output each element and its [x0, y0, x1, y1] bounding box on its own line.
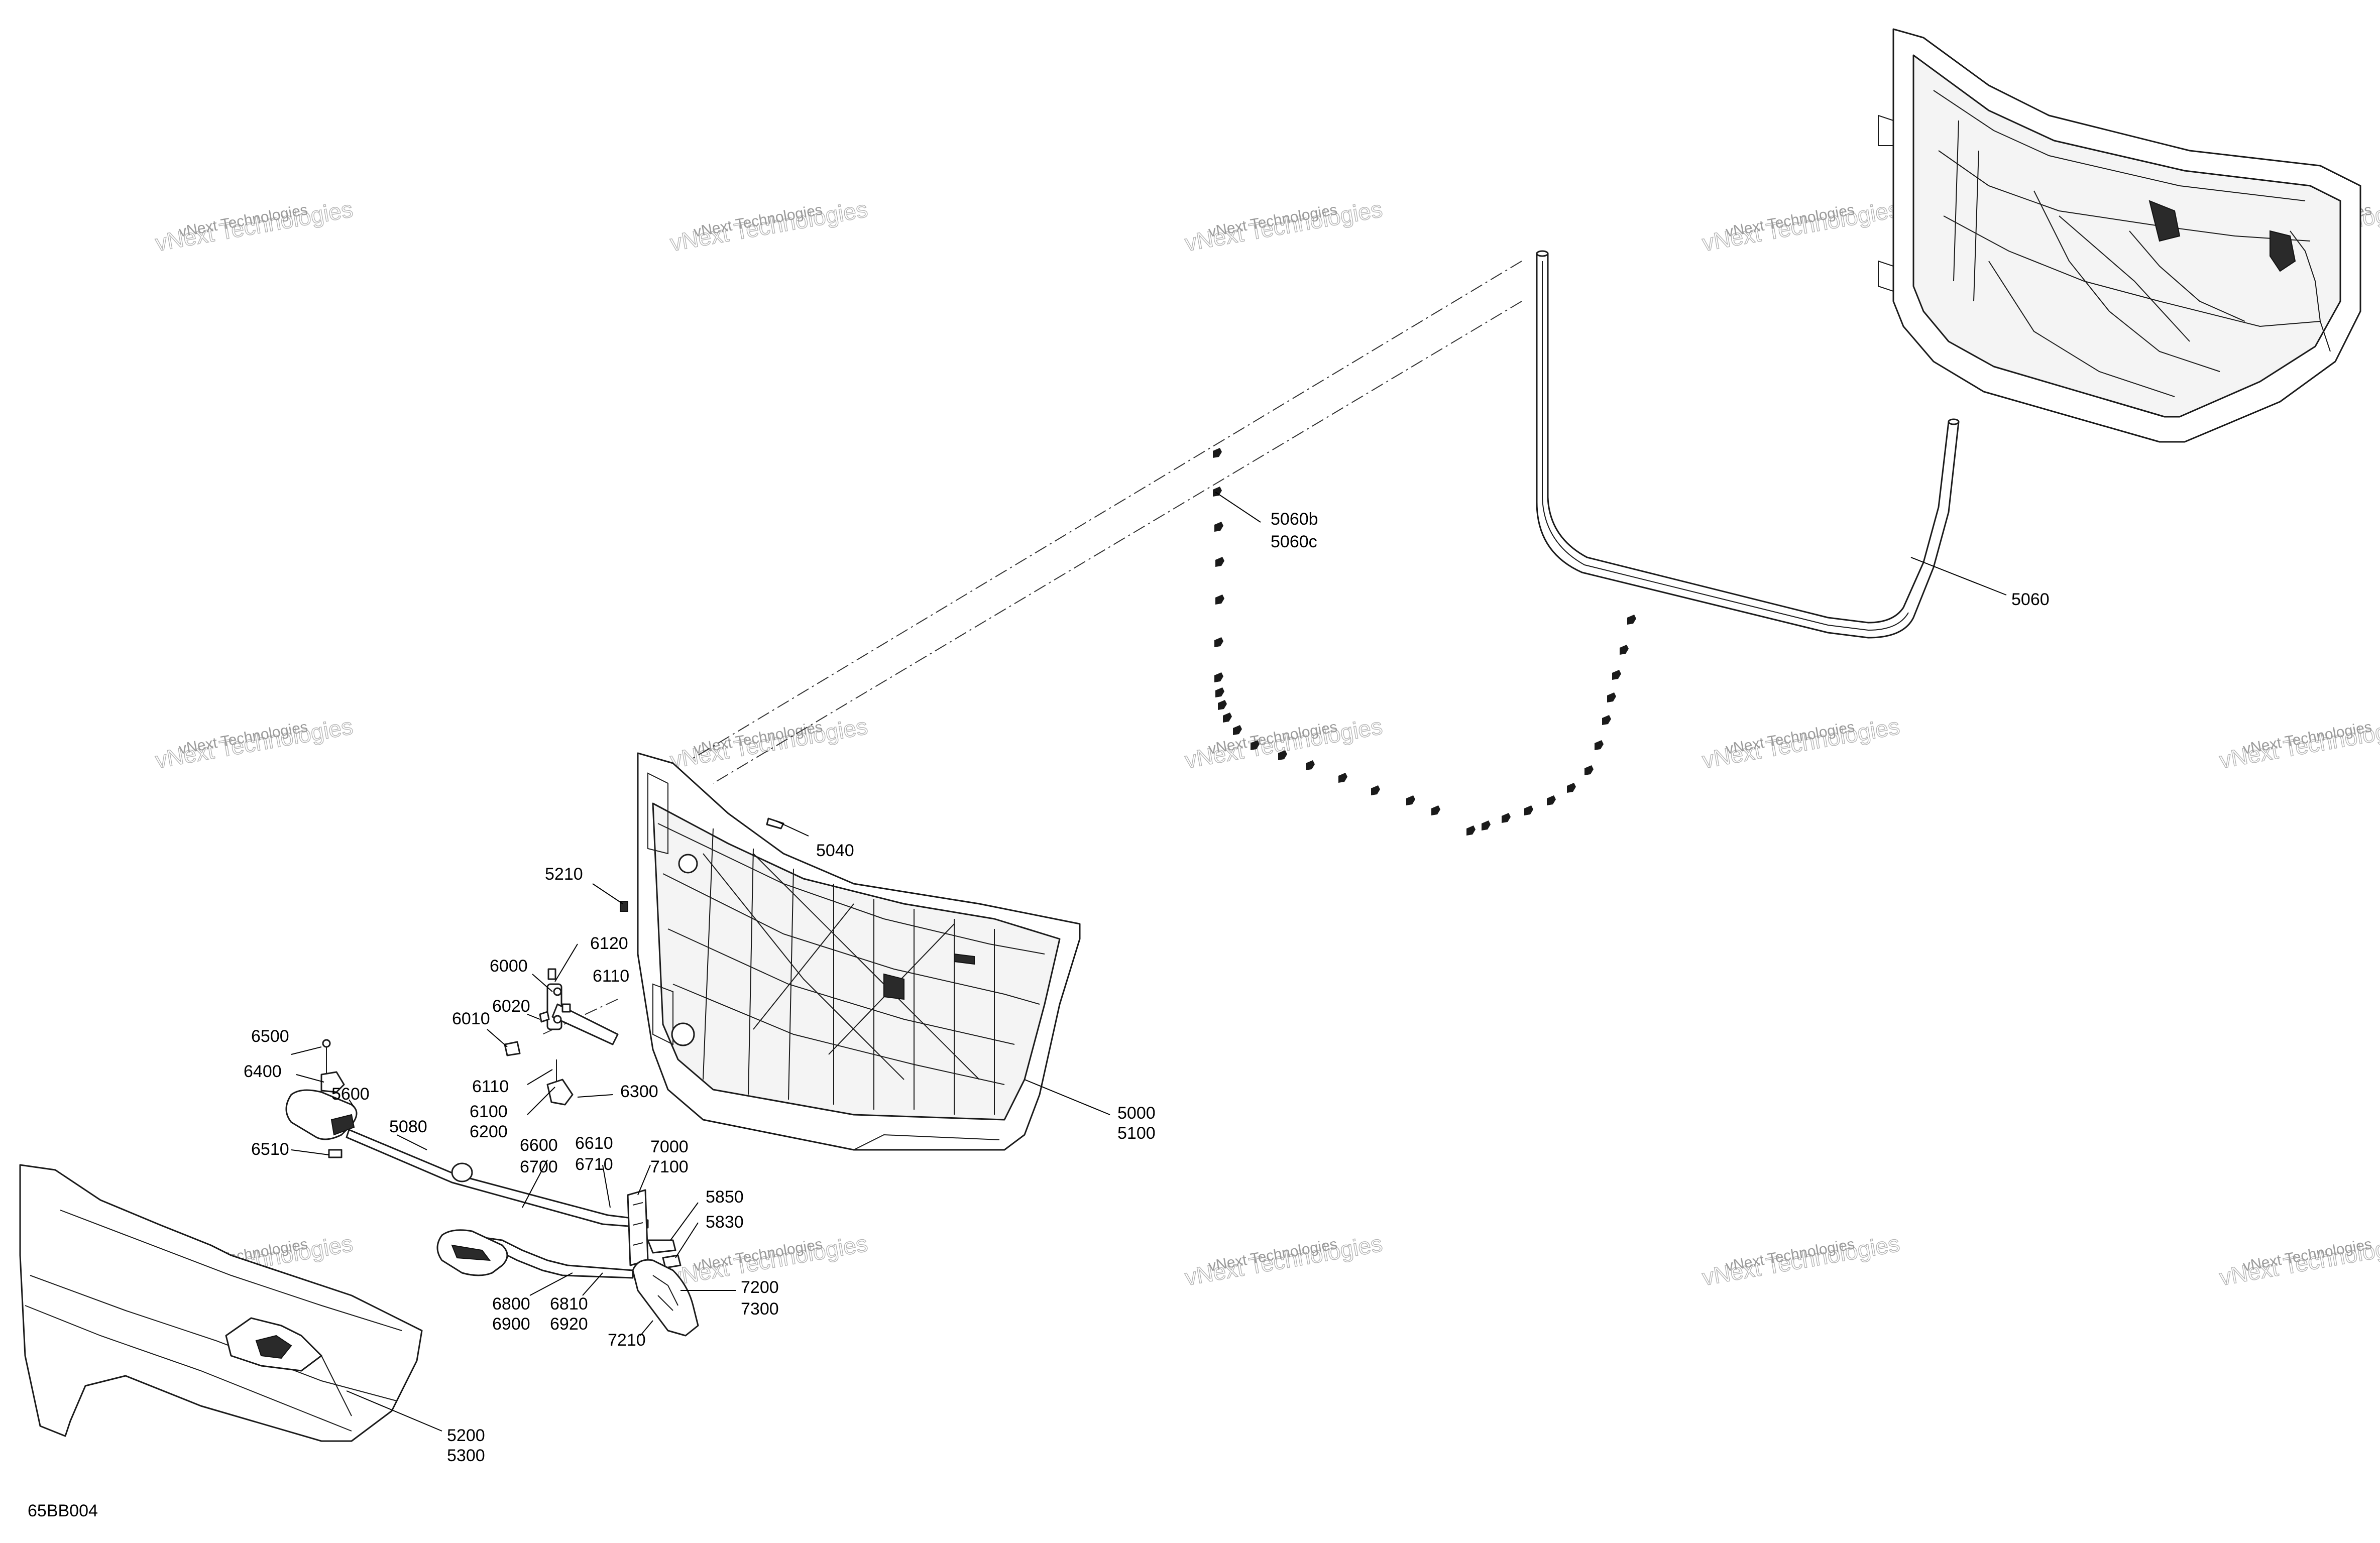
callout-6000: 6000	[490, 957, 528, 976]
callout-6100: 6100	[470, 1102, 508, 1121]
seal-clip	[1595, 740, 1604, 750]
seal-clip	[1214, 672, 1223, 682]
seal-clip	[1213, 487, 1222, 497]
seal-clip	[1213, 448, 1222, 458]
callout-6010: 6010	[452, 1009, 490, 1028]
door-outer-panel	[19, 1164, 423, 1442]
seal-clip	[1215, 595, 1224, 605]
diagram-code: 65BB004	[28, 1501, 98, 1520]
callout-6400: 6400	[244, 1062, 282, 1081]
callout-7210: 7210	[608, 1331, 646, 1350]
seal-clip	[1547, 795, 1556, 805]
seal-clip	[1567, 783, 1576, 793]
seal-clip	[1406, 795, 1415, 805]
callout-6020: 6020	[492, 997, 530, 1016]
callout-5600: 5600	[331, 1085, 370, 1104]
callout-6710: 6710	[575, 1155, 613, 1174]
callout-6800: 6800	[492, 1294, 530, 1314]
seal-clip	[1233, 725, 1242, 735]
callout-labels: 5060b 5060c 5060 5040 5210 6120 6000 611…	[28, 510, 2050, 1520]
seal-clip	[1502, 813, 1511, 823]
seal-clip	[1215, 687, 1224, 697]
seal-clip	[1215, 557, 1224, 567]
callout-5850: 5850	[706, 1188, 744, 1207]
callout-5200: 5200	[447, 1426, 485, 1445]
seal-clip	[1482, 820, 1491, 830]
callout-7200: 7200	[741, 1278, 779, 1297]
seal-clip	[1278, 750, 1287, 760]
callout-5300: 5300	[447, 1446, 485, 1465]
seal-clip	[1251, 740, 1260, 750]
callout-5060b: 5060b	[1271, 510, 1318, 529]
callout-5100: 5100	[1117, 1124, 1156, 1143]
callout-6610: 6610	[575, 1134, 613, 1153]
door-inner-panel	[637, 752, 1081, 1151]
callout-6900: 6900	[492, 1315, 530, 1334]
callout-5000: 5000	[1117, 1104, 1156, 1123]
seal-clip	[1620, 645, 1629, 655]
leader-lines	[291, 492, 2007, 1432]
callout-6810: 6810	[550, 1294, 588, 1314]
callout-6600: 6600	[520, 1136, 558, 1155]
seal-clip	[1306, 760, 1315, 770]
seal-clip	[1214, 522, 1223, 532]
small-hardware	[285, 817, 784, 1337]
callout-6120: 6120	[590, 934, 628, 953]
callout-5830: 5830	[706, 1213, 744, 1232]
seal-clip	[1431, 805, 1440, 815]
callout-5040: 5040	[816, 841, 854, 860]
seal-clip	[1223, 713, 1232, 723]
callout-6500: 6500	[251, 1027, 289, 1046]
callout-6700: 6700	[520, 1157, 558, 1176]
callout-6110-upper: 6110	[593, 967, 629, 986]
callout-5080: 5080	[389, 1117, 427, 1136]
callout-6200: 6200	[470, 1122, 508, 1141]
seal-clip	[1607, 692, 1616, 702]
callout-6510: 6510	[251, 1140, 289, 1159]
seal-clip	[1627, 615, 1636, 625]
seal-clip	[1612, 670, 1621, 680]
callout-6300: 6300	[620, 1082, 658, 1101]
seal-clip	[1371, 785, 1380, 795]
door-weather-seal	[1536, 250, 1960, 639]
seal-clip	[1602, 715, 1611, 725]
seal-clip	[1466, 825, 1476, 836]
callout-5060c: 5060c	[1271, 532, 1317, 551]
callout-5210: 5210	[545, 865, 583, 884]
callout-6110-lower: 6110	[472, 1077, 509, 1096]
seal-retaining-clips	[1213, 448, 1636, 836]
seal-clip	[1584, 765, 1594, 775]
seal-clip	[1218, 700, 1227, 710]
seal-clip	[1214, 637, 1223, 647]
callout-6920: 6920	[550, 1315, 588, 1334]
assembled-door-frame	[1878, 28, 2361, 443]
callout-7300: 7300	[741, 1299, 779, 1319]
callout-5060: 5060	[2011, 590, 2050, 609]
seal-clip	[1524, 805, 1533, 815]
seal-clip	[1338, 773, 1347, 783]
callout-7000: 7000	[650, 1137, 689, 1156]
callout-7100: 7100	[650, 1157, 689, 1176]
